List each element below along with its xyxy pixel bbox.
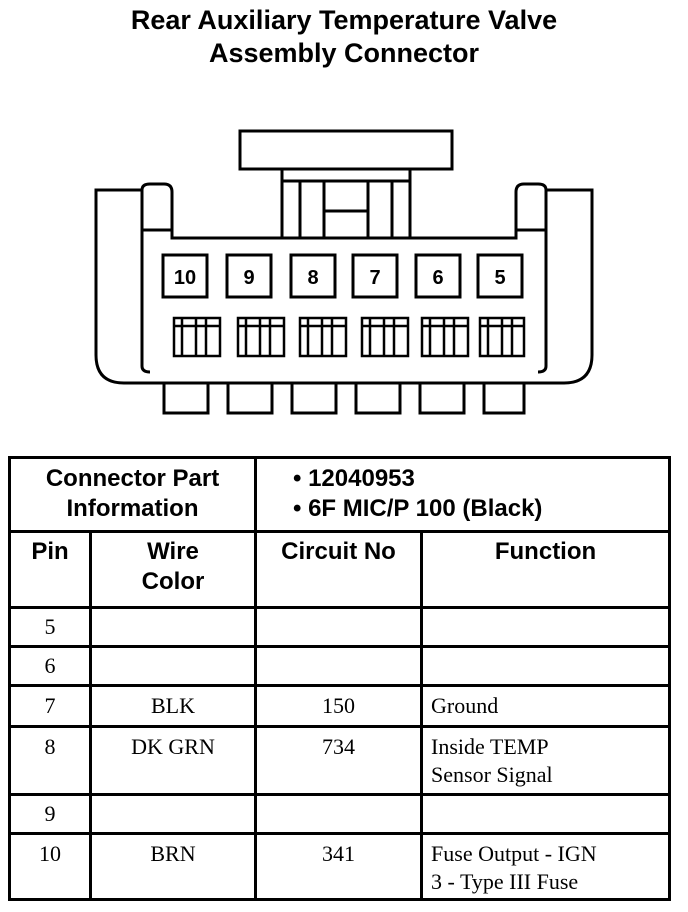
function-cell: Inside TEMP Sensor Signal bbox=[420, 725, 672, 796]
pin-label: 6 bbox=[432, 267, 443, 289]
table-row: 7 BLK 150 Ground bbox=[8, 684, 672, 728]
pin-box bbox=[414, 253, 462, 299]
circuit-cell bbox=[254, 606, 424, 648]
pin-box bbox=[476, 253, 524, 299]
pin-label: 7 bbox=[369, 267, 380, 289]
color-cell: BRN bbox=[88, 832, 258, 901]
function-cell bbox=[420, 645, 672, 687]
diagram-title-line-2: Assembly Connector bbox=[208, 38, 480, 68]
circuit-cell: 150 bbox=[254, 684, 424, 728]
function-cell: Fuse Output - IGN 3 - Type III Fuse bbox=[420, 832, 672, 901]
header-pin: Pin bbox=[8, 530, 92, 609]
circuit-cell: 341 bbox=[254, 832, 424, 901]
pin-cell: 9 bbox=[8, 793, 92, 835]
connector-drawing: 10 9 8 7 6 5 bbox=[94, 129, 594, 415]
pin-number-boxes bbox=[161, 253, 524, 299]
table-row: 6 bbox=[8, 645, 672, 687]
color-cell: DK GRN bbox=[88, 725, 258, 796]
pin-box bbox=[351, 253, 399, 299]
header-circuit: Circuit No bbox=[254, 530, 424, 609]
color-cell bbox=[88, 606, 258, 648]
header-row: Pin Wire Color Circuit No Function bbox=[8, 530, 672, 609]
pin-cell: 6 bbox=[8, 645, 92, 687]
color-cell bbox=[88, 793, 258, 835]
header-function: Function bbox=[420, 530, 672, 609]
table-row: 5 bbox=[8, 606, 672, 648]
pin-label: 9 bbox=[243, 267, 254, 289]
part-number: • 12040953 bbox=[293, 465, 415, 492]
pin-box bbox=[161, 253, 209, 299]
circuit-cell bbox=[254, 645, 424, 687]
pin-label: 10 bbox=[174, 267, 196, 289]
table-row: 10 BRN 341 Fuse Output - IGN 3 - Type II… bbox=[8, 832, 672, 901]
pin-cell: 7 bbox=[8, 684, 92, 728]
part-info-values: • 12040953 • 6F MIC/P 100 (Black) bbox=[254, 456, 672, 533]
function-cell bbox=[420, 606, 672, 648]
diagram-title-line-1: Rear Auxiliary Temperature Valve bbox=[130, 5, 558, 35]
part-info-row: Connector Part Information • 12040953 • … bbox=[7, 456, 672, 533]
pin-cell: 8 bbox=[8, 725, 92, 796]
connector-info-table: Connector Part Information • 12040953 • … bbox=[7, 456, 672, 901]
part-info-label: Connector Part Information bbox=[7, 456, 258, 533]
circuit-cell: 734 bbox=[254, 725, 424, 796]
pin-label: 5 bbox=[494, 267, 505, 289]
latch-top bbox=[238, 129, 454, 171]
table-row: 9 bbox=[8, 793, 672, 835]
function-cell: Ground bbox=[420, 684, 672, 728]
pin-cell: 5 bbox=[8, 606, 92, 648]
header-wire-color: Wire Color bbox=[88, 530, 258, 609]
connector-body bbox=[94, 188, 594, 385]
color-cell: BLK bbox=[88, 684, 258, 728]
part-description: • 6F MIC/P 100 (Black) bbox=[293, 495, 543, 522]
pin-cell: 10 bbox=[8, 832, 92, 901]
pin-label: 8 bbox=[307, 267, 318, 289]
pin-box bbox=[225, 253, 273, 299]
pin-box bbox=[289, 253, 337, 299]
color-cell bbox=[88, 645, 258, 687]
terminal-cavities bbox=[172, 316, 526, 358]
circuit-cell bbox=[254, 793, 424, 835]
function-cell bbox=[420, 793, 672, 835]
table-row: 8 DK GRN 734 Inside TEMP Sensor Signal bbox=[8, 725, 672, 796]
